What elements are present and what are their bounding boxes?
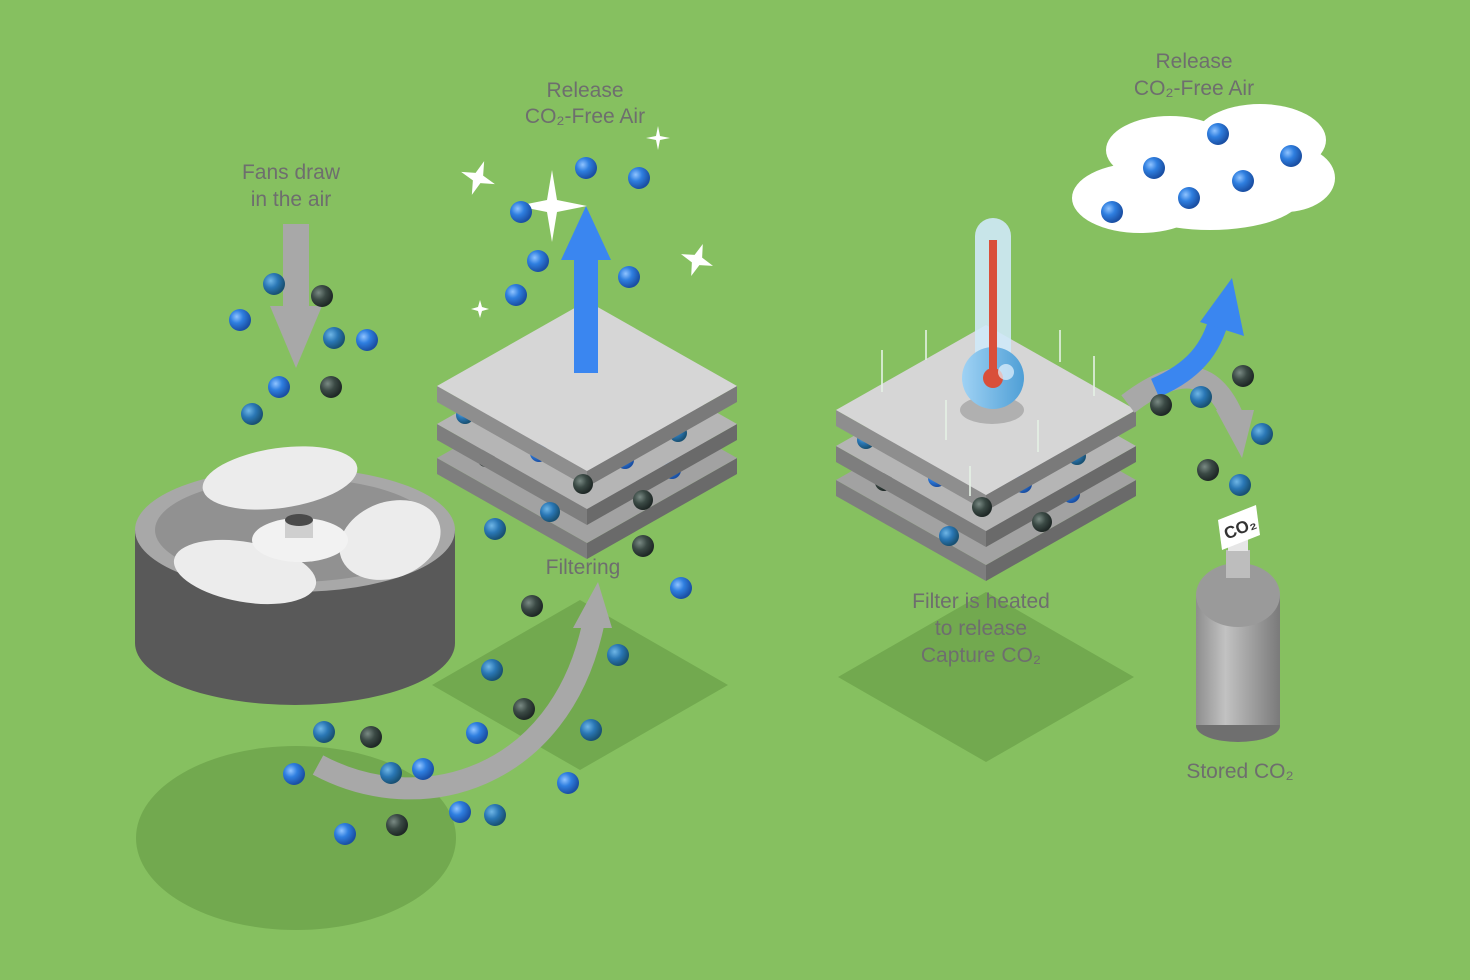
- release-label-line2: CO₂-Free Air: [525, 105, 645, 128]
- filter-stack-icon: [437, 301, 737, 559]
- molecules: [229, 157, 1273, 845]
- text-labels: Fans draw in the air Release CO₂-Free Ai…: [242, 50, 1294, 783]
- cloud-molecules: [1101, 123, 1302, 223]
- co2-tank-icon: [1196, 505, 1280, 742]
- release-label-line1: Release: [546, 79, 623, 102]
- heated-label-line1: Filter is heated: [912, 590, 1050, 613]
- heated-label-line3: Capture CO₂: [921, 644, 1041, 667]
- release-arrow-to-cloud: [1150, 278, 1244, 398]
- release2-label-line2: CO₂-Free Air: [1134, 77, 1254, 100]
- release2-label-line1: Release: [1155, 50, 1232, 73]
- fan-icon: [135, 446, 455, 705]
- fans-label-line2: in the air: [251, 188, 332, 211]
- flow-arrow-to-tank: [1121, 366, 1254, 458]
- heated-filter-stack-icon: [836, 325, 1136, 581]
- flow-arrow-to-filter: [312, 582, 612, 800]
- filtering-label: Filtering: [546, 556, 621, 579]
- sparkle-icon: [461, 126, 713, 318]
- heat-lines: [881, 330, 1095, 496]
- fans-label-line1: Fans draw: [242, 161, 341, 184]
- heated-label-line2: to release: [935, 617, 1027, 640]
- release-arrow: [561, 206, 611, 373]
- heated-filter-shadow: [838, 592, 1134, 762]
- thermometer-icon: [960, 218, 1024, 424]
- stored-label: Stored CO₂: [1186, 760, 1293, 783]
- air-intake-arrow: [270, 224, 322, 368]
